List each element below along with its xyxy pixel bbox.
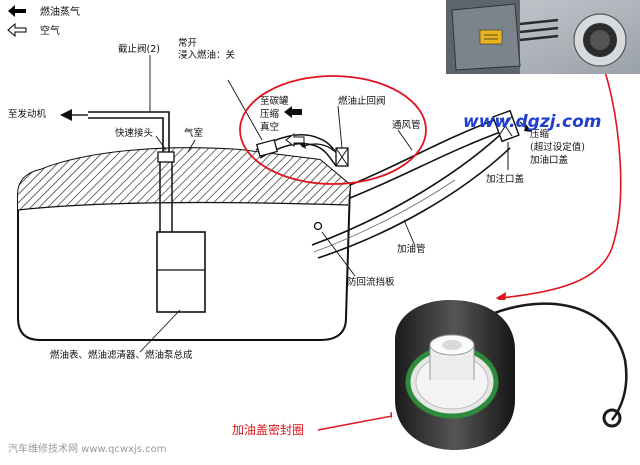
label-seal-caption: 加油盖密封圈 xyxy=(232,422,304,437)
fuel-door-photo xyxy=(446,0,640,74)
vapor-chamber-hatch xyxy=(18,148,350,210)
label-immersed-fuel: 浸入燃油：关 xyxy=(178,49,236,61)
legend: 燃油蒸气 空气 xyxy=(7,5,80,38)
highlight-ellipse xyxy=(239,75,427,185)
filler-cap-schematic xyxy=(492,109,532,170)
vent-lines xyxy=(255,134,349,167)
label-pump-assembly: 燃油表、燃油滤清器、燃油泵总成 xyxy=(50,349,193,361)
baffle-marker xyxy=(313,221,323,231)
legend-fuel-vapor: 燃油蒸气 xyxy=(40,5,80,18)
label-canister: 至碳罐 xyxy=(260,95,289,107)
label-cap-compression: 压缩 xyxy=(530,128,550,140)
pump-assembly xyxy=(156,162,206,313)
leader-lines xyxy=(139,55,416,353)
label-air-chamber: 气室 xyxy=(184,127,203,139)
label-filler-pipe: 加油管 xyxy=(397,243,426,255)
hollow-left-arrow-icon xyxy=(7,22,27,38)
cap-tether xyxy=(477,302,628,421)
photo-link-arrow xyxy=(499,67,622,299)
label-backflow-baffle: 防回流挡板 xyxy=(347,276,395,288)
label-quick-connector: 快速接头 xyxy=(115,127,153,139)
canister-vapor-arrow-icon xyxy=(284,106,302,118)
warning-label xyxy=(479,29,503,45)
label-filler-cap: 加注口盖 xyxy=(486,173,525,185)
canister-air-arrow-icon xyxy=(285,133,305,147)
label-normally-open: 常开 xyxy=(178,37,198,49)
cap-pressure-arrow-icon xyxy=(524,124,532,132)
label-shutoff-valve: 截止阀(2) xyxy=(118,43,160,55)
filler-cap-photo xyxy=(392,300,640,461)
pipes xyxy=(311,117,511,259)
watermark-site-url: www.dgzj.com xyxy=(463,112,601,132)
label-to-engine: 至发动机 xyxy=(8,108,47,120)
label-cap-name: 加油口盖 xyxy=(530,154,569,166)
label-compression: 压缩 xyxy=(260,108,280,120)
canister-arrows xyxy=(284,106,305,147)
watermark-bottom-left: 汽车维修技术网 www.qcwxjs.com xyxy=(8,442,166,455)
label-vacuum: 真空 xyxy=(260,121,279,133)
label-check-valve: 燃油止回阀 xyxy=(338,95,386,107)
engine-line xyxy=(60,109,175,163)
label-cap-threshold: (超过设定值) xyxy=(530,141,585,153)
quick-connector-box xyxy=(157,151,175,163)
label-vent-pipe: 通风管 xyxy=(392,119,421,131)
legend-air: 空气 xyxy=(40,24,60,37)
solid-left-arrow-icon xyxy=(8,5,26,17)
seal-caption-pointer xyxy=(317,415,393,431)
engine-arrow-icon xyxy=(60,109,72,121)
